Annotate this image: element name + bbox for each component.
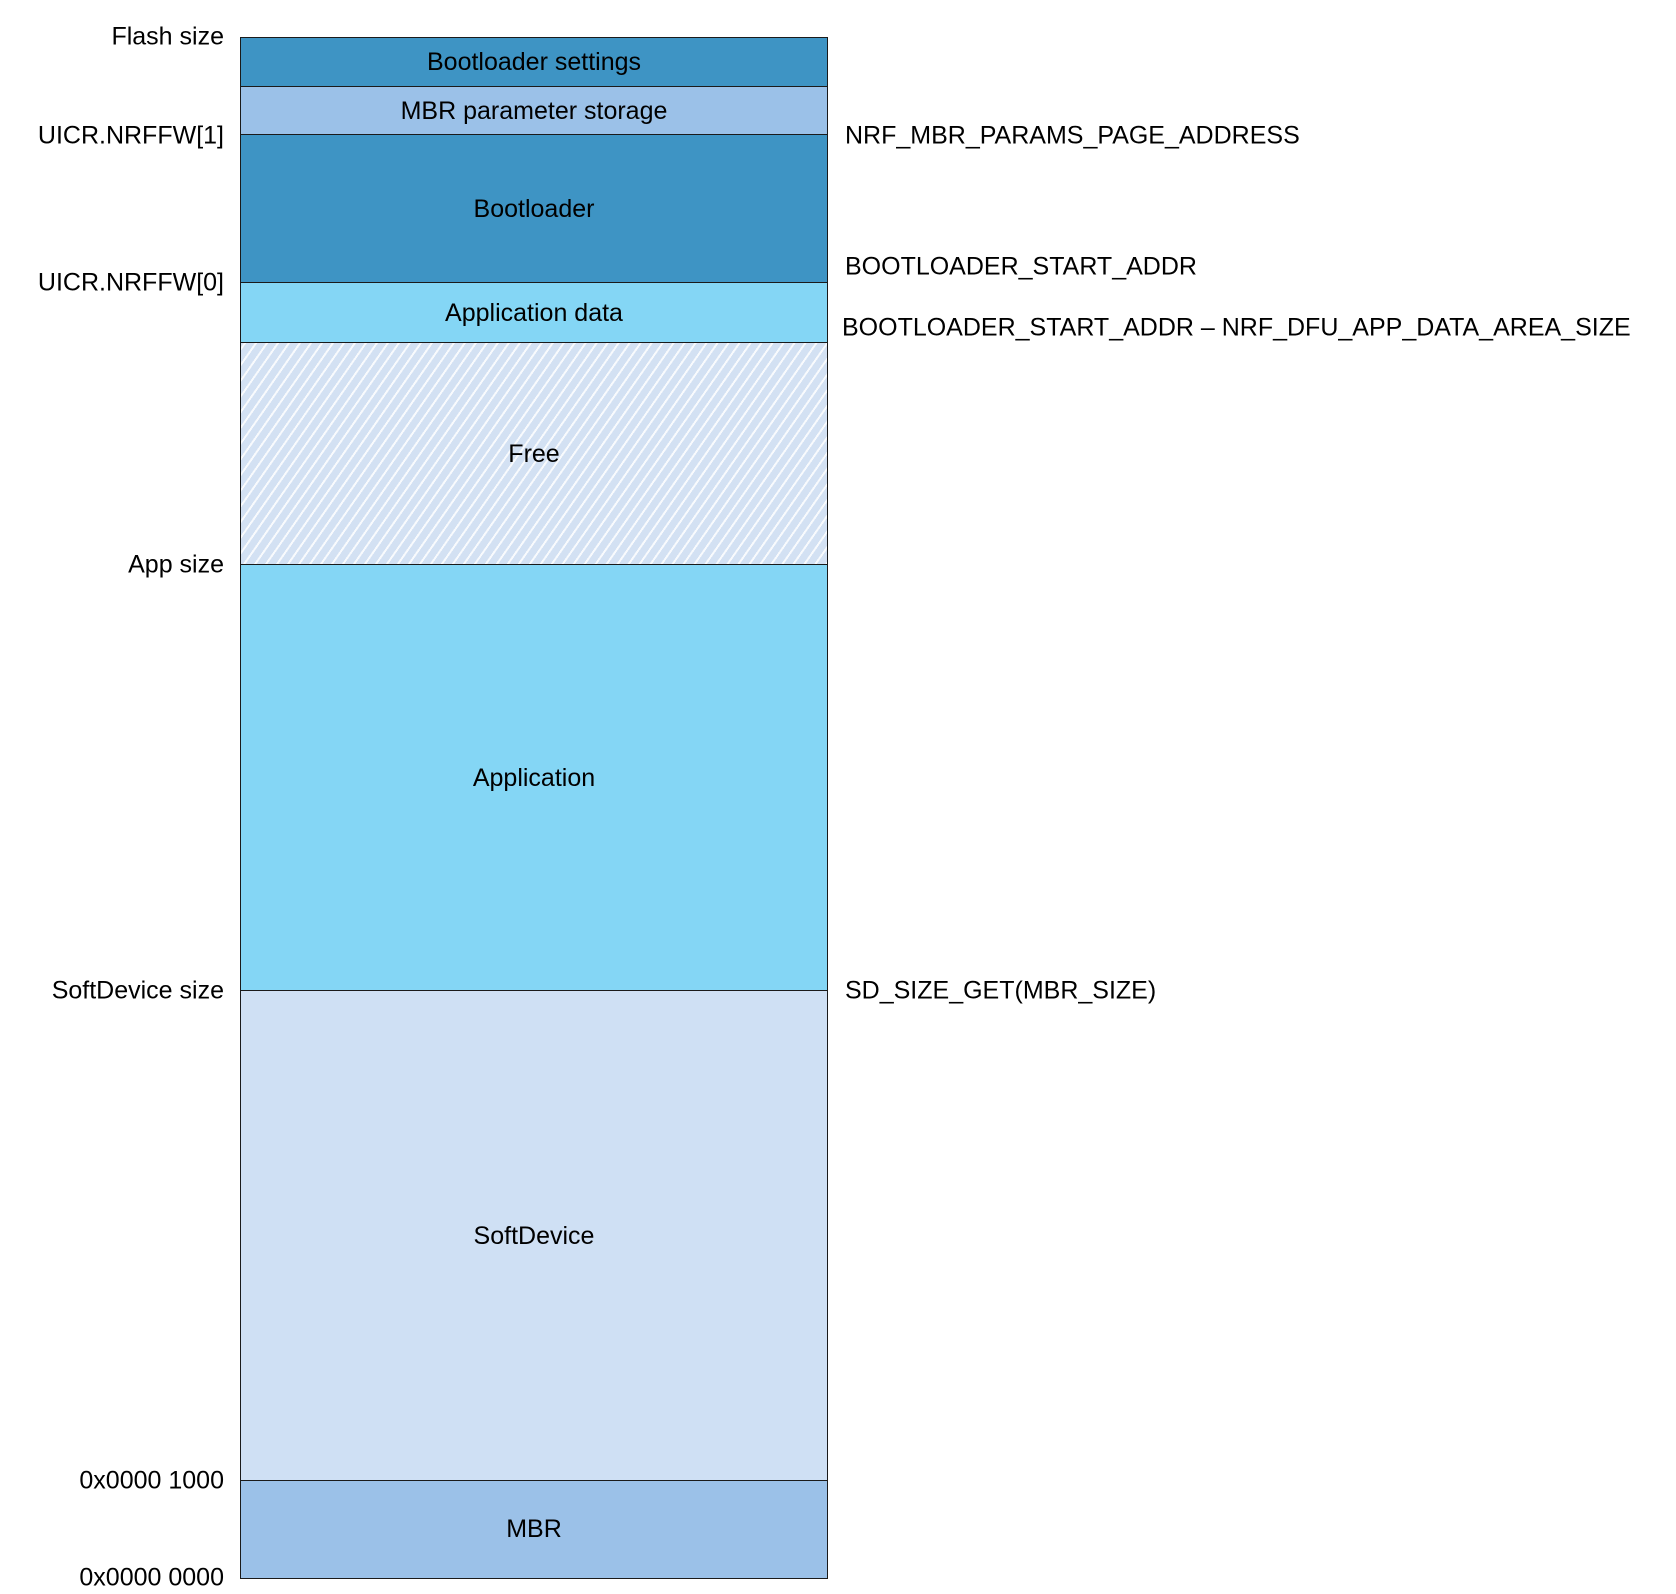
region-label-free: Free xyxy=(508,439,560,468)
label-address-0x0000: 0x0000 0000 xyxy=(79,1563,224,1592)
region-label-softdevice: SoftDevice xyxy=(473,1221,595,1250)
label-flash-size: Flash size xyxy=(111,22,224,51)
label-app-data-area-start: BOOTLOADER_START_ADDR – NRF_DFU_APP_DATA… xyxy=(842,313,1631,342)
label-uicr-nrffw1: UICR.NRFFW[1] xyxy=(37,121,224,150)
label-nrf-mbr-params-page-address: NRF_MBR_PARAMS_PAGE_ADDRESS xyxy=(845,121,1300,150)
region-label-mbr: MBR xyxy=(506,1515,562,1543)
region-softdevice: SoftDevice xyxy=(240,990,828,1482)
label-uicr-nrffw0: UICR.NRFFW[0] xyxy=(37,268,224,297)
region-bootloader: Bootloader xyxy=(240,134,828,284)
label-bootloader-start-addr: BOOTLOADER_START_ADDR xyxy=(845,252,1197,281)
region-label-mbr-parameter-storage: MBR parameter storage xyxy=(400,96,668,125)
region-bootloader-settings: Bootloader settings xyxy=(240,37,828,88)
region-mbr: MBR xyxy=(240,1480,828,1579)
region-application: Application xyxy=(240,564,828,992)
region-free: Free xyxy=(240,342,828,566)
label-address-0x1000: 0x0000 1000 xyxy=(79,1466,224,1495)
region-application-data: Application data xyxy=(240,282,828,344)
label-sd-size-get: SD_SIZE_GET(MBR_SIZE) xyxy=(845,976,1157,1005)
region-label-application-data: Application data xyxy=(445,298,623,327)
region-label-bootloader-settings: Bootloader settings xyxy=(426,48,642,76)
region-mbr-parameter-storage: MBR parameter storage xyxy=(240,86,828,136)
region-label-bootloader: Bootloader xyxy=(473,194,595,223)
region-label-application: Application xyxy=(472,763,596,792)
label-app-size: App size xyxy=(128,550,224,579)
label-softdevice-size: SoftDevice size xyxy=(51,976,224,1005)
